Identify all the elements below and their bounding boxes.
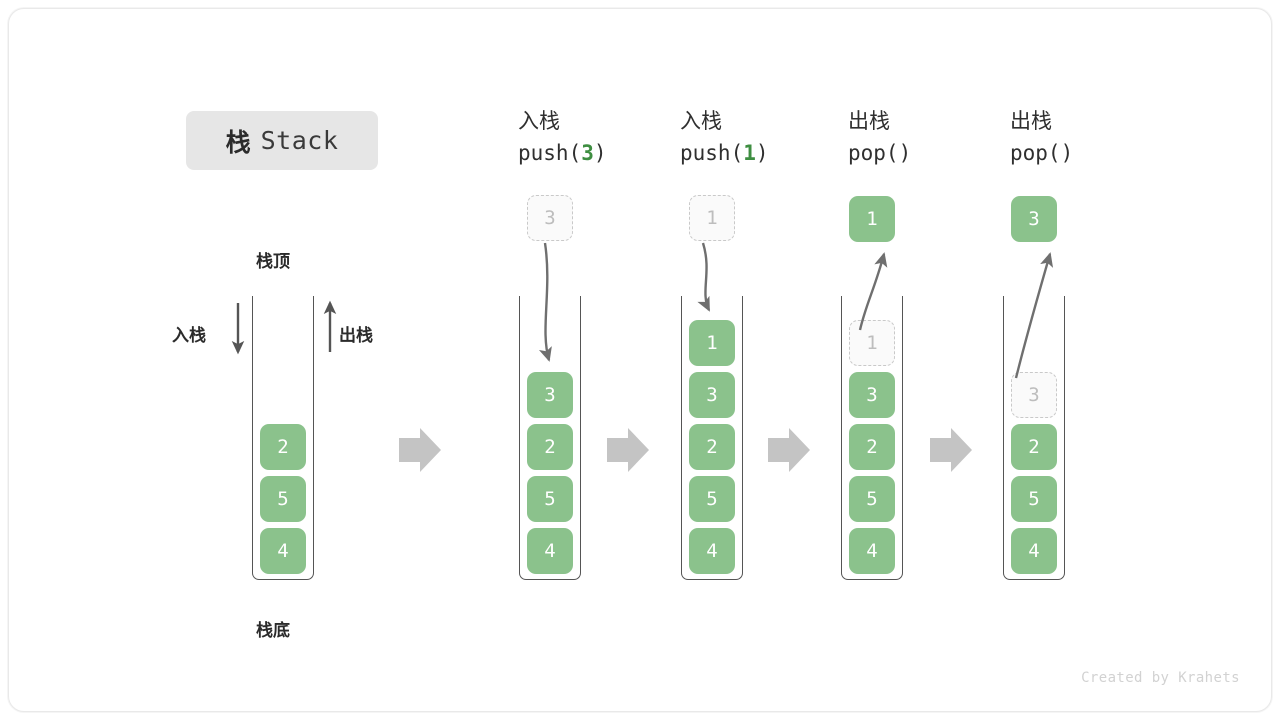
stack-cell-push-1-2: 2 [689,424,735,470]
stack-bottom-label: 栈底 [256,621,290,640]
column-header-push-3: 入栈 push(3) [518,107,688,169]
stack-cell-push-3-1: 2 [527,424,573,470]
stack-container-pop-1 [841,296,903,580]
watermark: Created by Krahets [1081,670,1240,686]
header-fn-arg: 1 [743,141,756,165]
stack-cell-pop-1-2: 2 [849,424,895,470]
stack-cell-initial-1: 5 [260,476,306,522]
header-line1: 入栈 [518,110,560,133]
stack-container-initial [252,296,314,580]
header-line2: push(1) [680,137,850,169]
stack-cell-pop-1-3: 5 [849,476,895,522]
column-header-pop-2: 出栈 pop() [1010,107,1180,169]
header-fn-prefix: push( [518,141,582,165]
header-fn-prefix: pop( [1010,141,1061,165]
stack-cell-push-3-0: 3 [527,372,573,418]
stack-cell-pop-2-2: 5 [1011,476,1057,522]
floating-cell-push-1: 1 [689,195,735,241]
floating-cell-pop-2: 3 [1011,196,1057,242]
stack-cell-push-3-2: 5 [527,476,573,522]
header-line2: push(3) [518,137,688,169]
stack-cell-push-1-0: 1 [689,320,735,366]
diagram-title-chip: 栈 Stack [186,111,378,170]
header-line1: 入栈 [680,110,722,133]
header-fn-prefix: pop( [848,141,899,165]
column-header-pop-1: 出栈 pop() [848,107,1018,169]
floating-cell-push-3: 3 [527,195,573,241]
stack-cell-push-1-1: 3 [689,372,735,418]
header-fn-suffix: ) [898,141,912,165]
stack-cell-pop-2-3: 4 [1011,528,1057,574]
column-header-push-1: 入栈 push(1) [680,107,850,169]
stack-cell-push-1-4: 4 [689,528,735,574]
stack-cell-push-1-3: 5 [689,476,735,522]
header-fn-suffix: ) [755,141,769,165]
title-cjk: 栈 [225,128,251,157]
header-line1: 出栈 [848,110,890,133]
stack-cell-initial-2: 4 [260,528,306,574]
stack-cell-pop-1-0: 1 [849,320,895,366]
pop-direction-label: 出栈 [339,326,373,345]
stack-cell-pop-2-1: 2 [1011,424,1057,470]
header-fn-suffix: ) [1060,141,1074,165]
header-line2: pop() [848,137,1018,169]
stack-container-pop-2 [1003,296,1065,580]
header-fn-prefix: push( [680,141,744,165]
stack-top-label: 栈顶 [256,252,290,271]
stack-cell-initial-0: 2 [260,424,306,470]
stack-container-push-1 [681,296,743,580]
header-line1: 出栈 [1010,110,1052,133]
stack-cell-pop-1-4: 4 [849,528,895,574]
title-latin: Stack [260,126,339,155]
header-fn-suffix: ) [593,141,607,165]
header-line2: pop() [1010,137,1180,169]
stack-cell-pop-2-0: 3 [1011,372,1057,418]
push-direction-label: 入栈 [172,326,206,345]
stack-container-push-3 [519,296,581,580]
stack-cell-pop-1-1: 3 [849,372,895,418]
stack-cell-push-3-3: 4 [527,528,573,574]
floating-cell-pop-1: 1 [849,196,895,242]
header-fn-arg: 3 [581,141,594,165]
